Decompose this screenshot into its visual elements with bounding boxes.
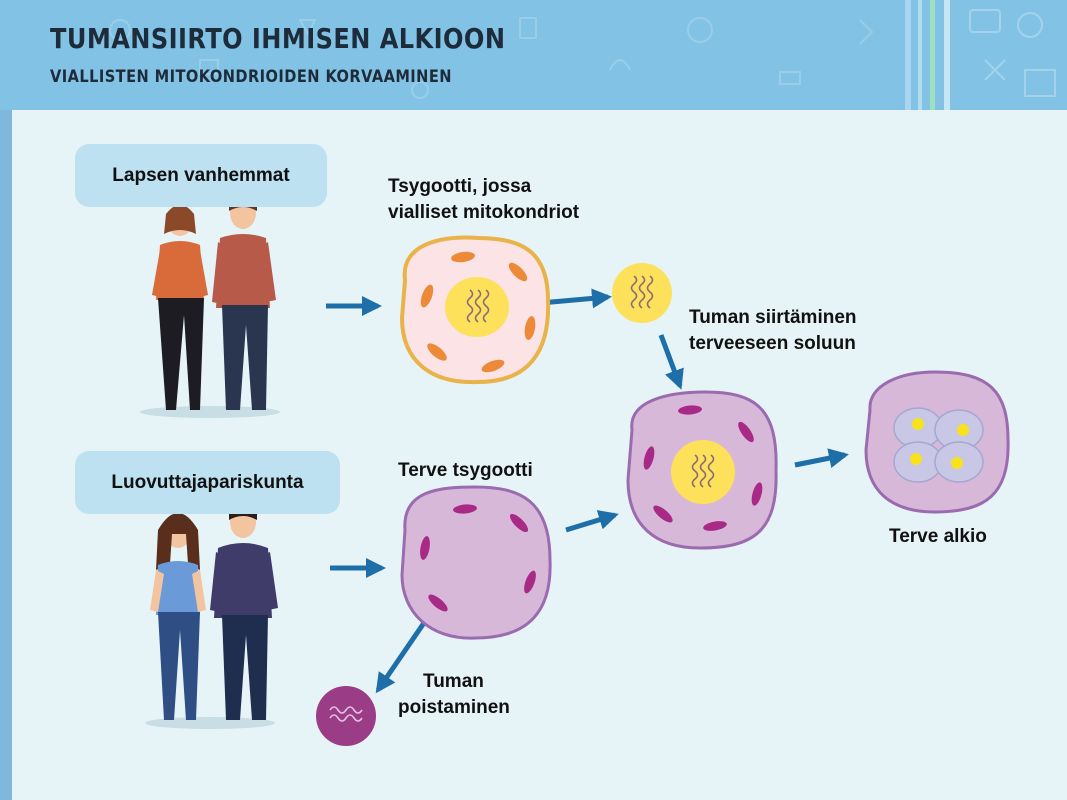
header-banner: TUMANSIIRTO IHMISEN ALKIOON VIALLISTEN M…	[0, 0, 1067, 110]
page-subtitle: VIALLISTEN MITOKONDRIOIDEN KORVAAMINEN	[50, 67, 452, 87]
label-transfer-line1: Tuman siirtäminen	[689, 307, 857, 328]
extracted-nucleus	[612, 263, 672, 323]
label-removal-line1: Tuman	[423, 671, 484, 692]
header-pattern	[109, 0, 1056, 110]
label-removal-line2: poistaminen	[398, 697, 510, 718]
label-transfer-line2: terveeseen soluun	[689, 333, 856, 354]
arrow-combined-to-embryo	[794, 448, 849, 468]
left-edge-strip	[0, 110, 12, 800]
label-healthy-zygote: Terve tsygootti	[398, 460, 533, 481]
removed-nucleus	[316, 686, 376, 746]
parents-label-pill: Lapsen vanhemmat	[75, 144, 327, 207]
reconstructed-cell	[626, 390, 778, 550]
healthy-zygote-cell	[400, 485, 552, 640]
label-defective-zygote-line1: Tsygootti, jossa	[388, 176, 532, 197]
donors-label-pill: Luovuttajapariskunta	[75, 451, 340, 514]
arrow-healthy-zygote-to-combined	[565, 510, 619, 533]
page-title: TUMANSIIRTO IHMISEN ALKIOON	[50, 22, 506, 55]
defective-zygote-cell	[399, 235, 551, 385]
label-defective-zygote-line2: vialliset mitokondriot	[388, 202, 580, 223]
donors-illustration	[145, 505, 278, 729]
arrow-nucleus-transfer	[658, 334, 684, 390]
parents-illustration	[140, 196, 280, 418]
healthy-embryo	[864, 370, 1010, 514]
label-healthy-embryo: Terve alkio	[889, 526, 987, 547]
